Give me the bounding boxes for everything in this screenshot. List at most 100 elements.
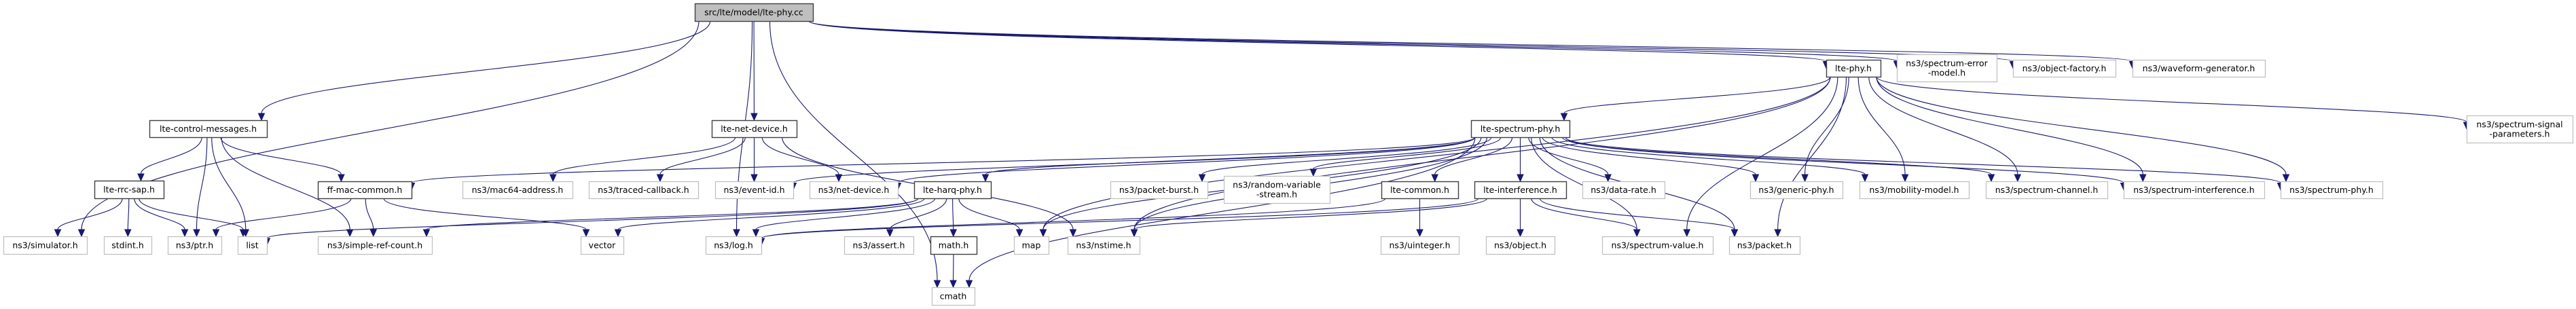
node-label: ns3/traced-callback.h <box>598 185 689 195</box>
edge-lte-spectrum-phy-to-lte-harq-phy <box>985 137 1476 175</box>
node-lte-control-messages[interactable]: lte-control-messages.h <box>149 120 268 139</box>
node-math[interactable]: math.h <box>930 236 978 255</box>
node-cmath[interactable]: cmath <box>931 287 976 306</box>
node-label: ns3/packet.h <box>1737 240 1792 251</box>
node-box <box>2466 115 2574 144</box>
node-box <box>1474 181 1567 200</box>
node-mobility-model[interactable]: ns3/mobility-model.h <box>1859 181 1970 200</box>
arrowhead-icon <box>369 229 378 238</box>
node-mac64-address[interactable]: ns3/mac64-address.h <box>462 181 574 200</box>
arrowhead-icon <box>733 229 740 238</box>
node-box <box>1470 120 1571 139</box>
node-stdint[interactable]: stdint.h <box>103 236 153 255</box>
node-random-variable-stream[interactable]: ns3/random-variable-stream.h <box>1223 175 1331 204</box>
node-box <box>711 120 798 139</box>
edge-lte-spectrum-phy-to-net-device <box>897 137 1476 183</box>
edge-lte-control-messages-to-simple-ref-count <box>221 137 350 230</box>
arrowhead-icon <box>614 229 622 238</box>
arrowhead-icon <box>886 229 894 238</box>
node-simple-ref-count[interactable]: ns3/simple-ref-count.h <box>317 236 433 255</box>
node-map[interactable]: map <box>1013 236 1050 255</box>
node-box <box>103 236 153 255</box>
node-label: map <box>1022 240 1041 251</box>
node-spectrum-phy[interactable]: ns3/spectrum-phy.h <box>2280 181 2384 200</box>
node-log[interactable]: ns3/log.h <box>705 236 763 255</box>
arrowhead-icon <box>1683 229 1691 238</box>
node-lte-phy[interactable]: lte-phy.h <box>1826 59 1882 78</box>
arrowhead-icon <box>933 280 941 289</box>
edge-lte-phy-to-generic-phy <box>1804 76 1849 175</box>
arrowhead-icon <box>1069 229 1077 238</box>
node-spectrum-error-model[interactable]: ns3/spectrum-error-model.h <box>1896 54 1998 83</box>
node-box <box>3 236 88 255</box>
edge-lte-harq-phy-to-log <box>755 198 936 230</box>
node-spectrum-value[interactable]: ns3/spectrum-value.h <box>1601 236 1714 255</box>
edge-root-to-lte-control-messages <box>261 20 711 114</box>
node-label: ns3/event-id.h <box>723 185 784 195</box>
node-net-device[interactable]: ns3/net-device.h <box>809 181 899 200</box>
edge-lte-phy-to-spectrum-channel <box>1868 76 2018 175</box>
node-generic-phy[interactable]: ns3/generic-phy.h <box>1749 181 1844 200</box>
arrowhead-icon <box>750 174 758 183</box>
node-uinteger[interactable]: ns3/uinteger.h <box>1380 236 1460 255</box>
node-traced-callback[interactable]: ns3/traced-callback.h <box>588 181 700 200</box>
node-box <box>1582 181 1666 200</box>
node-label: ns3/net-device.h <box>818 185 890 195</box>
node-lte-harq-phy[interactable]: lte-harq-phy.h <box>913 181 992 200</box>
node-box <box>167 236 223 255</box>
arrowhead-icon <box>1517 174 1524 183</box>
node-box <box>462 181 574 200</box>
arrowhead-icon <box>750 113 758 122</box>
arrowhead-icon <box>1517 229 1524 238</box>
edge-root-to-spectrum-error-model <box>808 20 1898 62</box>
node-label: ns3/spectrum-error <box>1906 58 1988 69</box>
node-root[interactable]: src/lte/model/lte-phy.cc <box>694 3 814 22</box>
node-event-id[interactable]: ns3/event-id.h <box>714 181 795 200</box>
node-data-rate[interactable]: ns3/data-rate.h <box>1582 181 1666 200</box>
node-packet-burst[interactable]: ns3/packet-burst.h <box>1110 181 1209 200</box>
node-nstime[interactable]: ns3/nstime.h <box>1067 236 1141 255</box>
edge-lte-control-messages-to-list <box>211 137 247 230</box>
arrowhead-icon <box>338 174 345 183</box>
arrowhead-icon <box>1560 113 1568 122</box>
edge-lte-phy-to-lte-spectrum-phy <box>1563 76 1831 114</box>
node-list[interactable]: list <box>237 236 268 255</box>
node-label: math.h <box>939 240 969 251</box>
node-box <box>2012 59 2117 78</box>
node-label: lte-spectrum-phy.h <box>1481 124 1561 134</box>
arrowhead-icon <box>1861 174 1869 183</box>
node-ff-mac-common[interactable]: ff-mac-common.h <box>317 181 413 200</box>
node-label: lte-control-messages.h <box>160 124 257 134</box>
node-spectrum-channel[interactable]: ns3/spectrum-channel.h <box>1985 181 2109 200</box>
node-spectrum-interference[interactable]: ns3/spectrum-interference.h <box>2123 181 2266 200</box>
node-lte-rrc-sap[interactable]: lte-rrc-sap.h <box>94 180 165 200</box>
node-box <box>237 236 268 255</box>
node-box <box>705 236 763 255</box>
arrowhead-icon <box>656 174 664 183</box>
node-box <box>913 181 992 200</box>
node-lte-interference[interactable]: lte-interference.h <box>1474 181 1567 200</box>
node-lte-net-device[interactable]: lte-net-device.h <box>711 120 798 139</box>
arrowhead-icon <box>1130 229 1138 238</box>
node-vector[interactable]: vector <box>580 236 625 255</box>
node-lte-common[interactable]: lte-common.h <box>1381 181 1459 200</box>
edges-layer <box>54 20 2471 289</box>
arrowhead-icon <box>1015 229 1023 238</box>
arrowhead-icon <box>2014 174 2022 183</box>
node-ptr[interactable]: ns3/ptr.h <box>167 236 223 255</box>
node-waveform-generator[interactable]: ns3/waveform-generator.h <box>2132 59 2266 78</box>
node-box <box>1013 236 1050 255</box>
node-object-factory[interactable]: ns3/object-factory.h <box>2012 59 2117 78</box>
node-simulator[interactable]: ns3/simulator.h <box>3 236 88 255</box>
edge-lte-net-device-to-mac64-address <box>552 137 736 175</box>
edge-root-to-waveform-generator <box>808 20 2133 62</box>
node-object[interactable]: ns3/object.h <box>1485 236 1556 255</box>
node-label: list <box>246 240 258 251</box>
node-lte-spectrum-phy[interactable]: lte-spectrum-phy.h <box>1470 120 1571 139</box>
node-spectrum-signal-parameters[interactable]: ns3/spectrum-signal-parameters.h <box>2466 115 2574 144</box>
node-assert[interactable]: ns3/assert.h <box>843 236 915 255</box>
node-box <box>580 236 625 255</box>
arrowhead-icon <box>1633 229 1641 238</box>
node-label: ns3/uinteger.h <box>1389 240 1450 251</box>
node-packet[interactable]: ns3/packet.h <box>1728 236 1801 255</box>
